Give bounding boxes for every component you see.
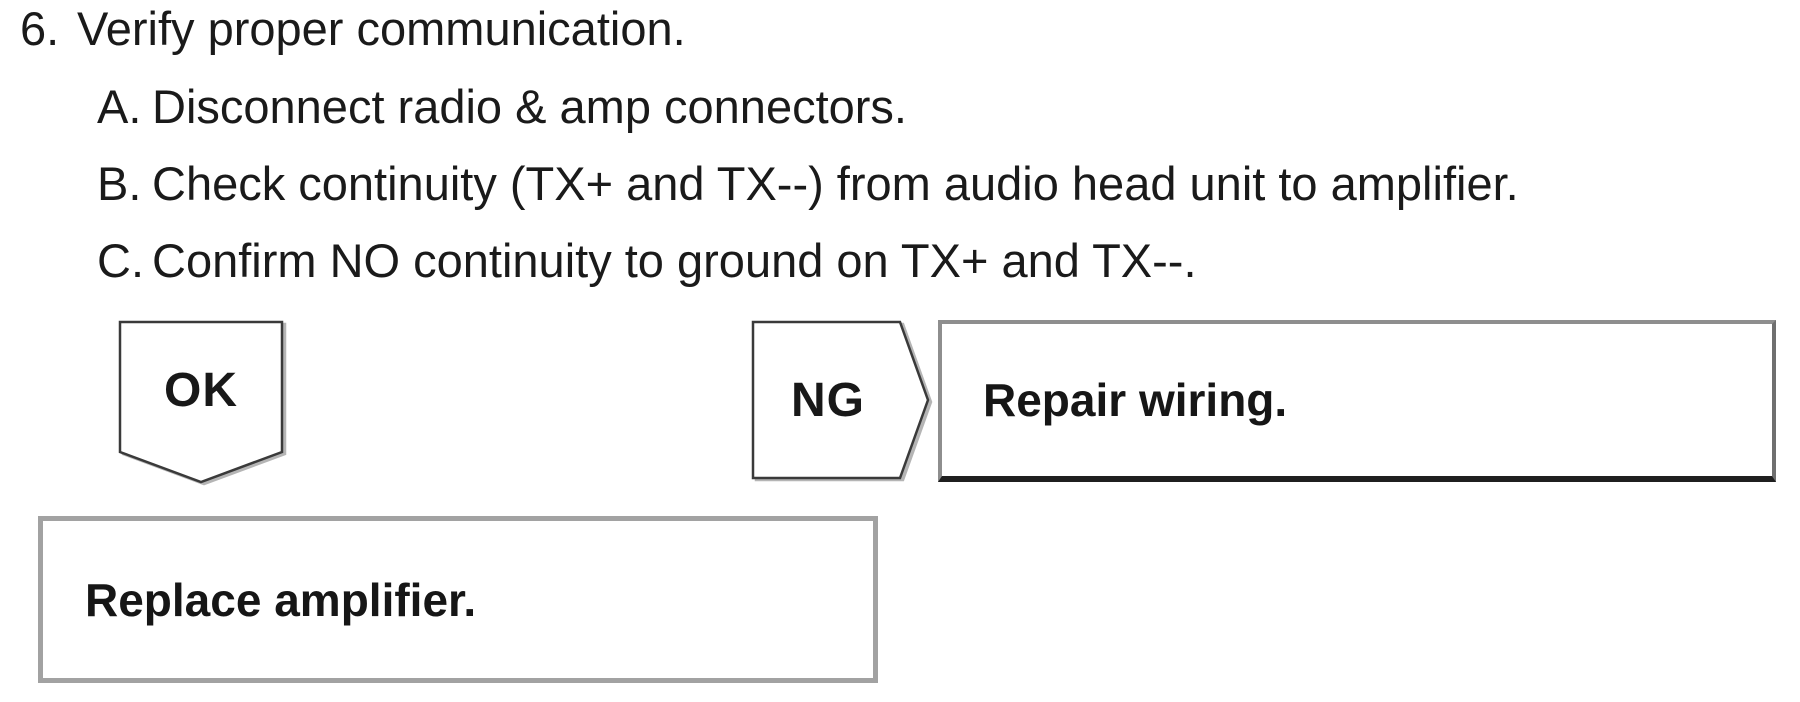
substep-row-c: C. Confirm NO continuity to ground on TX… bbox=[97, 234, 1197, 288]
ng-pentagon-shape bbox=[751, 320, 930, 480]
ng-connector-label: NG bbox=[791, 373, 865, 427]
substep-text-b: Check continuity (TX+ and TX--) from aud… bbox=[152, 157, 1519, 210]
substep-text-c: Confirm NO continuity to ground on TX+ a… bbox=[152, 234, 1197, 287]
ok-result-text: Replace amplifier. bbox=[85, 573, 477, 626]
substep-label-a: A. bbox=[97, 80, 142, 133]
substep-text-a: Disconnect radio & amp connectors. bbox=[152, 80, 907, 133]
ng-result-text: Repair wiring. bbox=[983, 374, 1288, 426]
ok-result-box: Replace amplifier. bbox=[38, 516, 878, 683]
substep-label-b: B. bbox=[97, 157, 142, 210]
step-heading: 6. Verify proper communication. bbox=[20, 2, 686, 56]
ng-result-box: Repair wiring. bbox=[938, 320, 1776, 482]
substep-label-c: C. bbox=[97, 234, 144, 287]
substep-row-a: A. Disconnect radio & amp connectors. bbox=[97, 80, 907, 134]
step-number: 6. bbox=[20, 2, 60, 55]
ok-connector-label: OK bbox=[164, 363, 238, 417]
ok-pentagon-shape bbox=[118, 320, 284, 484]
substep-row-b: B. Check continuity (TX+ and TX--) from … bbox=[97, 157, 1519, 211]
step-title: Verify proper communication. bbox=[77, 2, 686, 55]
